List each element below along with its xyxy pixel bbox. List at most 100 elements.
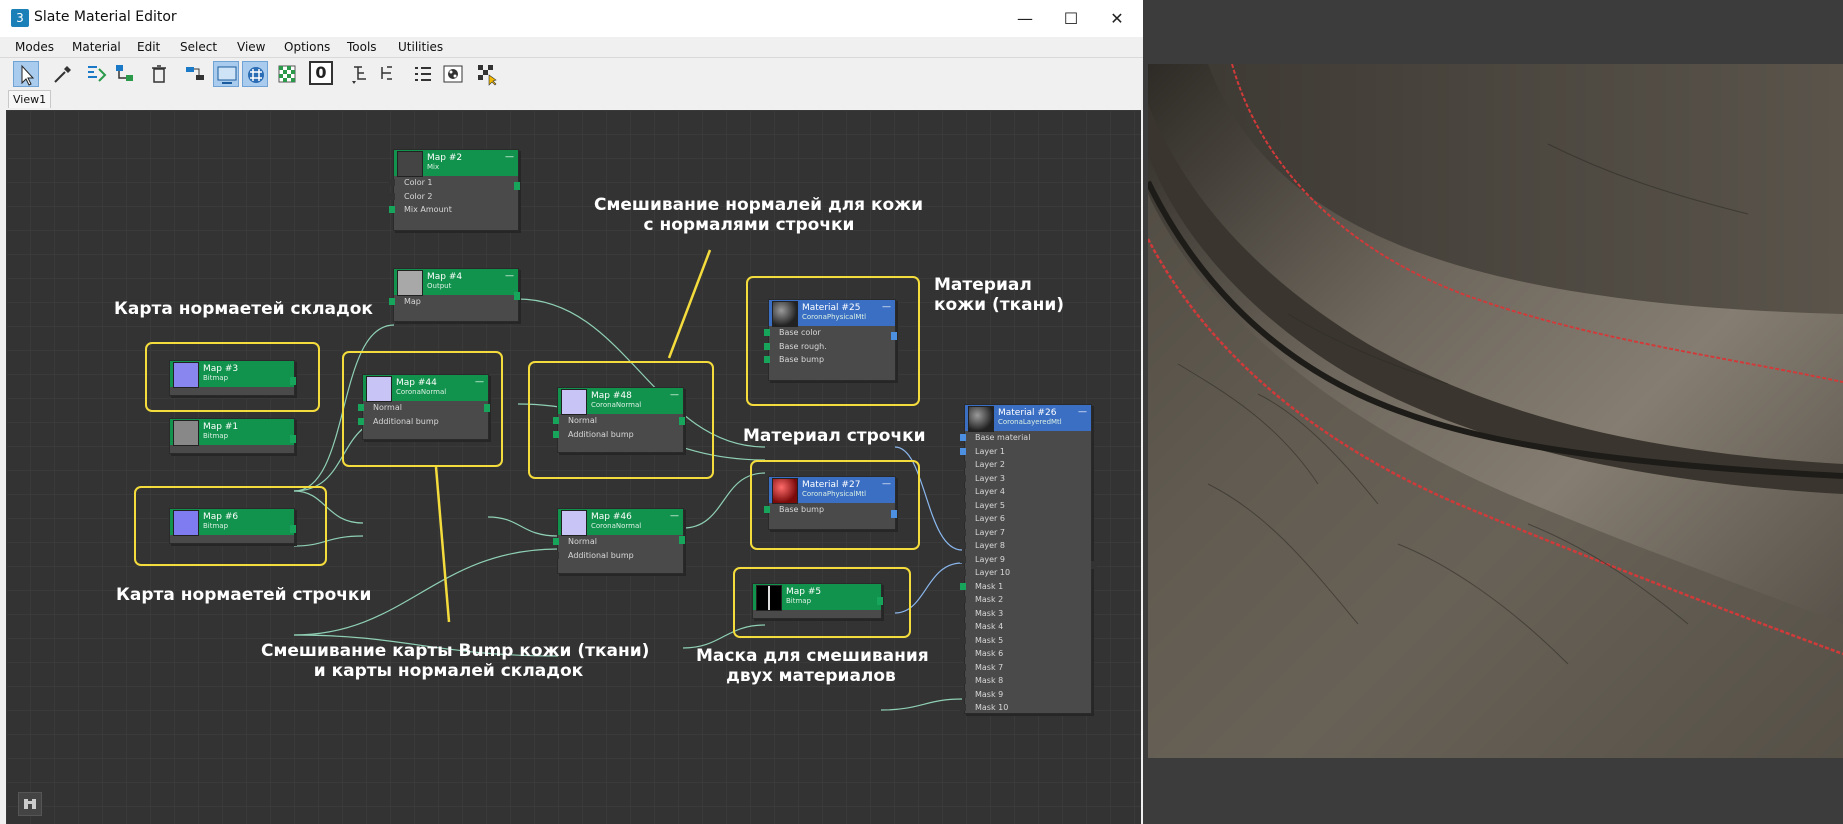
slot-layer-5[interactable]: Layer 5 <box>960 499 1091 513</box>
menu-material[interactable]: Material <box>72 40 121 54</box>
output-socket[interactable] <box>891 510 897 518</box>
slot-normal[interactable]: Normal <box>358 401 488 415</box>
slot-layer-1[interactable]: Layer 1 <box>960 445 1091 459</box>
node-material27[interactable]: Material #27 CoronaPhysicalMtl — Base bu… <box>764 476 897 530</box>
slot-layer-4[interactable]: Layer 4 <box>960 485 1091 499</box>
node-material25[interactable]: Material #25 CoronaPhysicalMtl — Base co… <box>764 299 897 381</box>
output-socket[interactable] <box>679 536 685 544</box>
slot-mask-7[interactable]: Mask 7 <box>960 661 1091 675</box>
output-socket[interactable] <box>891 332 897 340</box>
menu-modes[interactable]: Modes <box>15 40 54 54</box>
node-map3[interactable]: Map #3 Bitmap <box>169 360 296 396</box>
slot-layer-9[interactable]: Layer 9 <box>960 553 1091 567</box>
slot-layer-10[interactable]: Layer 10 <box>960 566 1091 580</box>
output-socket[interactable] <box>290 435 296 443</box>
node-map1[interactable]: Map #1 Bitmap <box>169 418 296 454</box>
slot-mask-1[interactable]: Mask 1 <box>960 580 1091 594</box>
delete-button[interactable] <box>146 61 172 87</box>
slot-base-bump[interactable]: Base bump <box>764 503 895 517</box>
slot-mask-10[interactable]: Mask 10 <box>960 701 1091 715</box>
slot-base-color[interactable]: Base color <box>764 326 895 340</box>
checker-map-icon <box>248 67 264 83</box>
slot-mask-3[interactable]: Mask 3 <box>960 607 1091 621</box>
node-type: Bitmap <box>203 374 229 382</box>
menu-tools[interactable]: Tools <box>347 40 377 54</box>
menu-utilities[interactable]: Utilities <box>398 40 444 54</box>
node-map48[interactable]: Map #48 CoronaNormal — Normal Additional… <box>553 387 685 453</box>
slot-normal[interactable]: Normal <box>553 535 683 549</box>
output-socket[interactable] <box>290 525 296 533</box>
output-socket[interactable] <box>514 292 520 300</box>
slot-layer-7[interactable]: Layer 7 <box>960 526 1091 540</box>
show-map-button[interactable] <box>242 61 268 87</box>
collapse-icon[interactable]: — <box>882 479 891 489</box>
slot-additional-bump[interactable]: Additional bump <box>553 549 683 563</box>
layout-all-button[interactable] <box>182 61 208 87</box>
menu-edit[interactable]: Edit <box>137 40 161 54</box>
collapse-icon[interactable]: — <box>670 390 679 400</box>
sample-slots-button[interactable]: 0 <box>309 61 333 85</box>
viewport-icon <box>217 66 237 84</box>
slot-layer-8[interactable]: Layer 8 <box>960 539 1091 553</box>
tab-view1[interactable]: View1 <box>8 90 52 108</box>
move-children-button[interactable] <box>112 61 138 87</box>
background-button[interactable] <box>274 61 300 87</box>
slot-base-material[interactable]: Base material <box>960 431 1091 445</box>
slot-layer-3[interactable]: Layer 3 <box>960 472 1091 486</box>
collapse-icon[interactable]: — <box>505 271 514 281</box>
slot-layer-6[interactable]: Layer 6 <box>960 512 1091 526</box>
highlight-mat27 <box>750 460 920 550</box>
node-map5[interactable]: Map #5 Bitmap <box>752 583 883 619</box>
output-socket[interactable] <box>514 182 520 190</box>
node-map6[interactable]: Map #6 Bitmap <box>169 508 296 544</box>
collapse-icon[interactable]: — <box>505 152 514 162</box>
slot-additional-bump[interactable]: Additional bump <box>553 428 683 442</box>
output-socket[interactable] <box>290 377 296 385</box>
slot-mask-5[interactable]: Mask 5 <box>960 634 1091 648</box>
slot-map[interactable]: Map <box>389 295 518 309</box>
minimize-button[interactable]: — <box>1017 9 1033 28</box>
slot-base-bump[interactable]: Base bump <box>764 353 895 367</box>
menu-options[interactable]: Options <box>284 40 331 54</box>
show-in-viewport-button[interactable] <box>213 61 239 87</box>
slot-mask-9[interactable]: Mask 9 <box>960 688 1091 702</box>
go-to-parent-button[interactable] <box>348 61 374 87</box>
menu-select[interactable]: Select <box>180 40 218 54</box>
menu-view[interactable]: View <box>237 40 266 54</box>
collapse-icon[interactable]: — <box>1078 407 1087 417</box>
output-socket[interactable] <box>484 404 490 412</box>
navigator-button[interactable] <box>18 792 42 816</box>
node-map46[interactable]: Map #46 CoronaNormal — Normal Additional… <box>553 508 685 574</box>
slot-color2[interactable]: Color 2 <box>389 190 518 204</box>
node-canvas[interactable]: Map #2 Mix — Color 1 Color 2 Mix Amount … <box>6 110 1141 824</box>
slot-mask-2[interactable]: Mask 2 <box>960 593 1091 607</box>
slot-mask-6[interactable]: Mask 6 <box>960 647 1091 661</box>
node-map4[interactable]: Map #4 Output — Map <box>389 268 520 322</box>
output-socket[interactable] <box>877 597 883 605</box>
collapse-icon[interactable]: — <box>882 302 891 312</box>
go-forward-button[interactable] <box>374 61 400 87</box>
slot-color1[interactable]: Color 1 <box>389 176 518 190</box>
slot-additional-bump[interactable]: Additional bump <box>358 415 488 429</box>
node-material26[interactable]: Material #26 CoronaLayeredMtl — Base mat… <box>960 404 1097 715</box>
options-button[interactable] <box>474 61 500 87</box>
slot-layer-2[interactable]: Layer 2 <box>960 458 1091 472</box>
assign-material-button[interactable] <box>83 61 109 87</box>
node-map2[interactable]: Map #2 Mix — Color 1 Color 2 Mix Amount <box>389 149 520 231</box>
slot-mask-8[interactable]: Mask 8 <box>960 674 1091 688</box>
collapse-icon[interactable]: — <box>670 511 679 521</box>
collapse-icon[interactable]: — <box>475 377 484 387</box>
slot-normal[interactable]: Normal <box>553 414 683 428</box>
node-map44[interactable]: Map #44 CoronaNormal — Normal Additional… <box>358 374 490 440</box>
output-socket[interactable] <box>679 417 685 425</box>
slot-mask-4[interactable]: Mask 4 <box>960 620 1091 634</box>
maximize-button[interactable]: ☐ <box>1063 9 1079 28</box>
close-button[interactable]: ✕ <box>1110 9 1124 28</box>
output-socket[interactable] <box>1091 561 1097 569</box>
material-explorer-button[interactable] <box>440 61 466 87</box>
slot-base-rough[interactable]: Base rough. <box>764 340 895 354</box>
slot-mix-amount[interactable]: Mix Amount <box>389 203 518 217</box>
select-tool-button[interactable] <box>13 61 39 87</box>
pick-material-button[interactable] <box>50 61 76 87</box>
material-list-button[interactable] <box>410 61 436 87</box>
